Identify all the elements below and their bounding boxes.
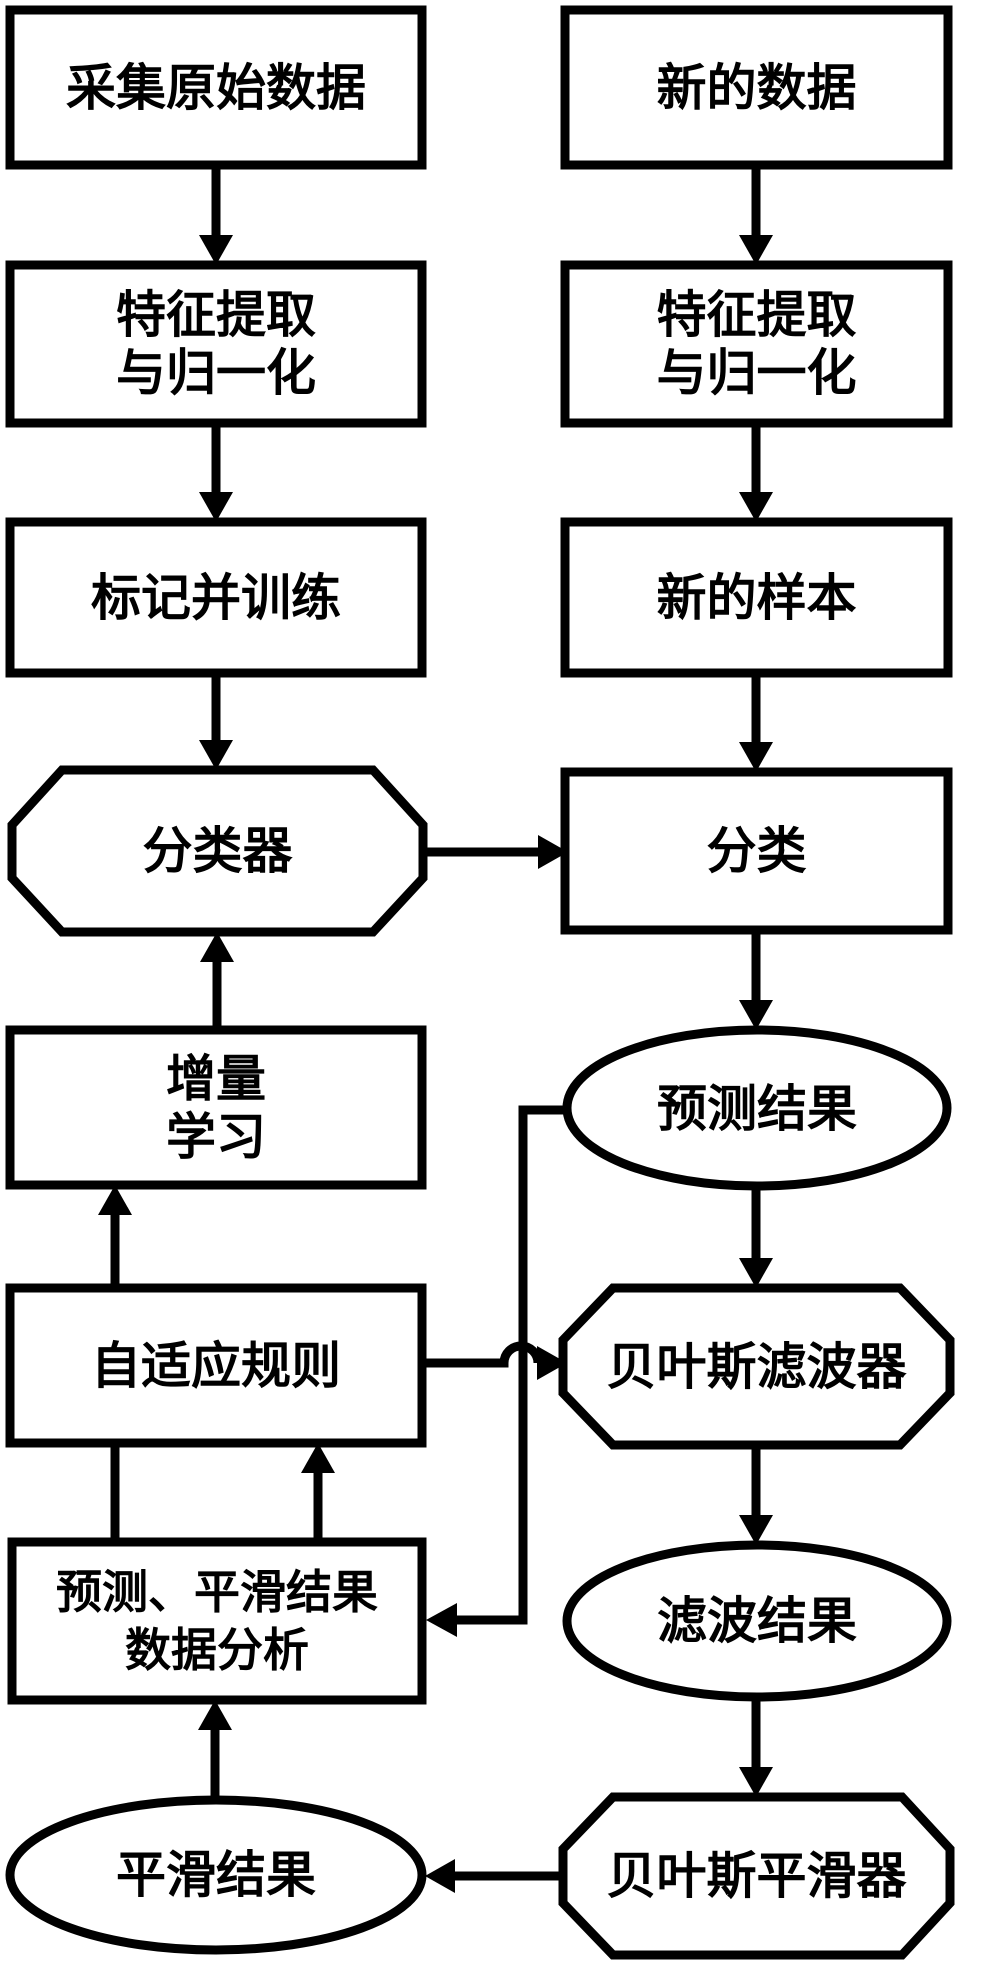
edge-prediction-result-to-bayesian-filter: [739, 1186, 773, 1288]
node-feature-extraction-train-label: 特征提取 与归一化: [116, 285, 316, 402]
edge-feature-extraction-to-new-samples: [739, 423, 773, 522]
edge-smooth-result-to-data-analysis: [198, 1700, 232, 1800]
node-prediction-result-label: 预测结果: [657, 1078, 857, 1138]
node-adaptive-rules-label: 自适应规则: [91, 1335, 341, 1395]
edge-bayesian-smoother-to-smooth-result: [425, 1859, 563, 1893]
node-incremental-learning-shape: [5, 1025, 427, 1190]
node-new-data-label: 新的数据: [656, 57, 857, 117]
edge-new-data-to-feature-extraction: [739, 165, 773, 265]
node-new-data-shape: [560, 5, 953, 170]
node-bayesian-smoother-shape: [558, 1792, 955, 1960]
edge-classifier-to-classification: [423, 835, 568, 869]
edge-adaptive-rules-to-incremental-learning: [98, 1185, 132, 1288]
node-data-analysis-label: 预测、平滑结果 数据分析: [56, 1565, 378, 1677]
edge-adaptive-rules-to-bayesian-filter: [422, 1341, 567, 1380]
edge-filter-result-to-bayesian-smoother: [739, 1697, 773, 1797]
node-bayesian-filter-shape: [558, 1283, 955, 1450]
node-new-samples-label: 新的样本: [656, 567, 857, 627]
node-collect-raw-data-label: 采集原始数据: [66, 57, 366, 117]
node-feature-extraction-new-label: 特征提取 与归一化: [656, 285, 857, 402]
node-classification-label: 分类: [706, 821, 807, 880]
node-smooth-result-label: 平滑结果: [116, 1845, 316, 1904]
edge-bayesian-filter-to-filter-result: [739, 1445, 773, 1545]
node-filter-result-label: 滤波结果: [657, 1591, 857, 1650]
node-bayesian-filter-label: 贝叶斯滤波器: [606, 1336, 907, 1396]
node-classifier-shape: [7, 765, 428, 937]
node-classifier-label: 分类器: [142, 821, 293, 880]
node-adaptive-rules-shape: [5, 1283, 427, 1448]
edge-label-and-train-to-classifier: [199, 673, 233, 770]
node-incremental-learning-label: 增量 学习: [166, 1048, 266, 1166]
edge-prediction-result-to-data-analysis: [426, 1105, 567, 1637]
edge-new-samples-to-classification: [739, 673, 773, 772]
edge-classification-to-prediction-result: [739, 930, 773, 1030]
node-classification-shape: [560, 767, 953, 935]
edge-collect-raw-data-to-feature-extraction: [199, 165, 233, 265]
edge-incremental-learning-to-classifier: [200, 932, 234, 1030]
node-data-analysis-shape: [7, 1537, 427, 1705]
edge-feature-extraction-to-label-and-train: [199, 423, 233, 522]
edge-data-analysis-to-adaptive-rules-arrow: [301, 1443, 335, 1542]
node-bayesian-smoother-label: 贝叶斯平滑器: [606, 1846, 907, 1905]
node-label-and-train-label: 标记并训练: [91, 567, 341, 627]
node-feature-extraction-new-shape: [560, 260, 953, 428]
